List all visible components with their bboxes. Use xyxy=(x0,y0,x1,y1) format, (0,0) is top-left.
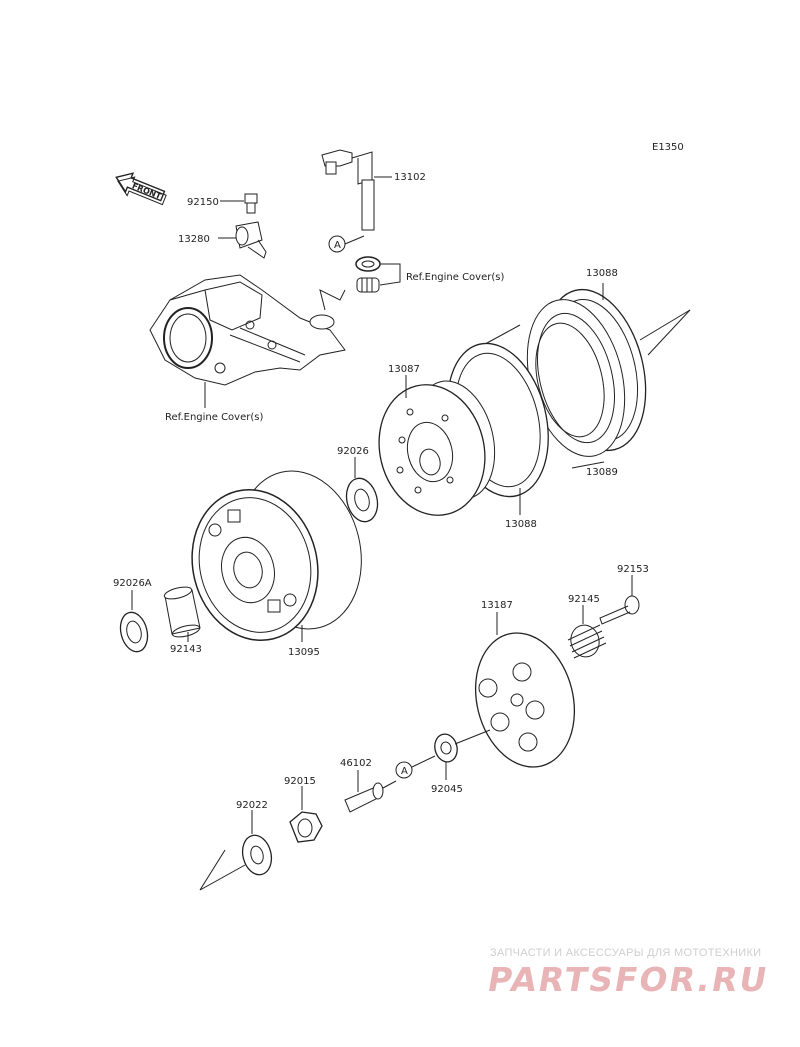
watermark-logo: PARTSFOR.RU xyxy=(484,960,772,999)
label-92022: 92022 xyxy=(236,800,268,811)
label-13088-top: 13088 xyxy=(586,268,618,279)
label-92015: 92015 xyxy=(284,776,316,787)
label-13095: 13095 xyxy=(288,647,320,658)
oil-seal xyxy=(355,256,381,272)
pushrod-46102 xyxy=(344,770,397,813)
ref-engine-cover-label-1: Ref.Engine Cover(s) xyxy=(165,412,263,423)
washer-92026 xyxy=(345,457,379,523)
clutch-axis-lines-lower xyxy=(199,849,246,891)
ref-engine-cover-label-2: Ref.Engine Cover(s) xyxy=(406,272,504,283)
label-13089: 13089 xyxy=(586,467,618,478)
pushrod-13102: A xyxy=(321,149,392,253)
label-92150: 92150 xyxy=(187,197,219,208)
steel-plate-13089 xyxy=(526,299,626,469)
clamp-13280 xyxy=(218,221,267,259)
cover-seal xyxy=(309,314,335,330)
label-92143: 92143 xyxy=(170,644,202,655)
collar-92143 xyxy=(163,586,201,642)
label-13102: 13102 xyxy=(394,172,426,183)
pressure-plate-13187 xyxy=(474,612,576,768)
bolt-92150 xyxy=(220,193,258,214)
label-13280: 13280 xyxy=(178,234,210,245)
marker-a-bottom-text: A xyxy=(401,766,408,777)
label-92153: 92153 xyxy=(617,564,649,575)
nut-92015 xyxy=(289,786,323,843)
spring-92145 xyxy=(567,605,607,659)
washer-92026A xyxy=(119,590,149,653)
label-46102: 46102 xyxy=(340,758,372,769)
marker-a-bottom xyxy=(395,761,413,779)
engine-cover-housing xyxy=(149,274,346,408)
clutch-hub-13087 xyxy=(378,375,496,516)
bolt-92153 xyxy=(599,575,640,625)
label-13087: 13087 xyxy=(388,364,420,375)
diagram-code: E1350 xyxy=(652,142,684,153)
needle-bearing xyxy=(356,277,380,293)
label-92145: 92145 xyxy=(568,594,600,605)
label-13187: 13187 xyxy=(481,600,513,611)
bearing-92045 xyxy=(434,729,491,780)
label-13088-bottom: 13088 xyxy=(505,519,537,530)
front-arrow-icon: FRONT xyxy=(115,172,167,206)
label-92026A: 92026A xyxy=(113,578,152,589)
watermark-tagline: ЗАПЧАСТИ И АКСЕССУАРЫ ДЛЯ МОТОТЕХНИКИ xyxy=(490,947,762,959)
label-92026: 92026 xyxy=(337,446,369,457)
washer-92022 xyxy=(241,810,273,876)
marker-a-top: A xyxy=(334,240,341,251)
label-92045: 92045 xyxy=(431,784,463,795)
clutch-housing-13095 xyxy=(191,470,362,642)
